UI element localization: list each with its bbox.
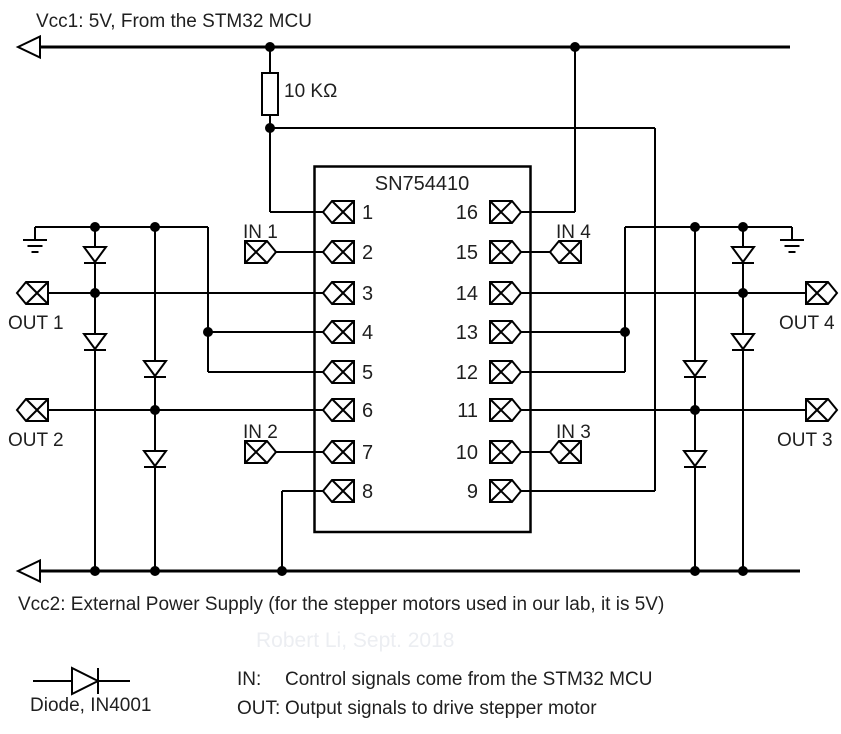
legend-out-description: Output signals to drive stepper motor xyxy=(285,698,597,719)
vcc1-label: Vcc1: 5V, From the STM32 MCU xyxy=(36,11,312,32)
in3-connector-icon xyxy=(549,440,582,464)
out2-connector-icon xyxy=(16,398,49,422)
watermark-text: Robert Li, Sept. 2018 xyxy=(256,629,454,652)
pin-number-14: 14 xyxy=(456,283,478,305)
junction-dot xyxy=(620,327,630,337)
pin-number-5: 5 xyxy=(362,362,373,384)
pin-number-15: 15 xyxy=(456,242,478,264)
out1-label: OUT 1 xyxy=(8,313,64,334)
junction-dot xyxy=(90,566,100,576)
junction-dot xyxy=(738,288,748,298)
junction-dot xyxy=(203,327,213,337)
chip-title: SN754410 xyxy=(375,173,470,195)
out3-connector-icon xyxy=(805,398,838,422)
out1-connector-icon xyxy=(16,281,49,305)
resistor-label: 10 KΩ xyxy=(284,81,337,102)
out4-label: OUT 4 xyxy=(779,313,835,334)
pin-number-7: 7 xyxy=(362,442,373,464)
pin-symbol-6 xyxy=(322,398,355,422)
wires xyxy=(35,45,812,573)
pin-number-4: 4 xyxy=(362,322,373,344)
diode-icon-8 xyxy=(683,450,707,468)
diode-icon-4 xyxy=(143,450,167,468)
in1-connector-icon xyxy=(244,240,277,264)
pin-symbol-11 xyxy=(489,398,522,422)
pin-symbol-2 xyxy=(322,240,355,264)
junction-dot xyxy=(90,288,100,298)
junction-dot xyxy=(150,566,160,576)
junction-dot xyxy=(265,42,275,52)
out2-label: OUT 2 xyxy=(8,430,64,451)
right-ground-icon xyxy=(779,226,805,253)
pin-symbol-13 xyxy=(489,320,522,344)
junction-dot xyxy=(690,405,700,415)
junction-dot xyxy=(738,222,748,232)
pin-number-12: 12 xyxy=(456,362,478,384)
in4-label: IN 4 xyxy=(556,222,591,243)
diode-icon-6 xyxy=(731,333,755,351)
junction-dots xyxy=(90,42,748,576)
legend-diode-icon xyxy=(33,666,130,696)
pin-number-1: 1 xyxy=(362,202,373,224)
pin-number-11: 11 xyxy=(457,400,478,422)
junction-dot xyxy=(265,123,275,133)
junction-dot xyxy=(570,42,580,52)
in4-connector-icon xyxy=(549,240,582,264)
legend-in-description: Control signals come from the STM32 MCU xyxy=(285,669,652,690)
pin-number-8: 8 xyxy=(362,481,373,503)
legend-out-term: OUT: xyxy=(237,698,280,719)
out4-connector-icon xyxy=(805,281,838,305)
pin-symbol-12 xyxy=(489,360,522,384)
pin-number-13: 13 xyxy=(456,322,478,344)
diode-icon-1 xyxy=(83,246,107,264)
pin-symbol-14 xyxy=(489,281,522,305)
pin-symbol-15 xyxy=(489,240,522,264)
legend-diode-label: Diode, IN4001 xyxy=(30,695,151,716)
pin-number-10: 10 xyxy=(456,442,478,464)
diode-icon-2 xyxy=(83,333,107,351)
junction-dot xyxy=(738,566,748,576)
pin-number-9: 9 xyxy=(467,481,478,503)
pin-symbol-16 xyxy=(489,200,522,224)
legend: Diode, IN4001 IN: Control signals come f… xyxy=(30,666,652,719)
pin-symbol-5 xyxy=(322,360,355,384)
junction-dot xyxy=(277,566,287,576)
junction-dot xyxy=(150,405,160,415)
left-ground-icon xyxy=(22,226,48,253)
out3-label: OUT 3 xyxy=(777,430,833,451)
pin-number-2: 2 xyxy=(362,242,373,264)
diode-icon-7 xyxy=(683,360,707,378)
pin-symbol-3 xyxy=(322,281,355,305)
junction-dot xyxy=(690,222,700,232)
diode-icon-5 xyxy=(731,246,755,264)
pin-symbol-1 xyxy=(322,200,355,224)
vcc2-arrow-icon xyxy=(15,558,41,584)
chip-sn754410: SN754410 1 2 3 4 5 6 7 8 16 15 1 xyxy=(313,165,532,534)
diode-icon-3 xyxy=(143,360,167,378)
vcc2-label: Vcc2: External Power Supply (for the ste… xyxy=(18,594,664,615)
in1-label: IN 1 xyxy=(243,222,278,243)
pin-number-3: 3 xyxy=(362,283,373,305)
vcc1-arrow-icon xyxy=(15,34,41,60)
pin-symbol-9 xyxy=(489,479,522,503)
junction-dot xyxy=(90,222,100,232)
in3-label: IN 3 xyxy=(556,422,591,443)
pin-symbol-8 xyxy=(322,479,355,503)
pin-symbol-7 xyxy=(322,440,355,464)
pin-symbol-10 xyxy=(489,440,522,464)
in2-label: IN 2 xyxy=(243,422,278,443)
pin-number-16: 16 xyxy=(456,202,478,224)
pin-number-6: 6 xyxy=(362,400,373,422)
legend-in-term: IN: xyxy=(237,669,261,690)
in2-connector-icon xyxy=(244,440,277,464)
pin-symbol-4 xyxy=(322,320,355,344)
junction-dot xyxy=(690,566,700,576)
chip-outline xyxy=(313,165,532,534)
resistor-icon xyxy=(261,72,279,116)
junction-dot xyxy=(150,222,160,232)
